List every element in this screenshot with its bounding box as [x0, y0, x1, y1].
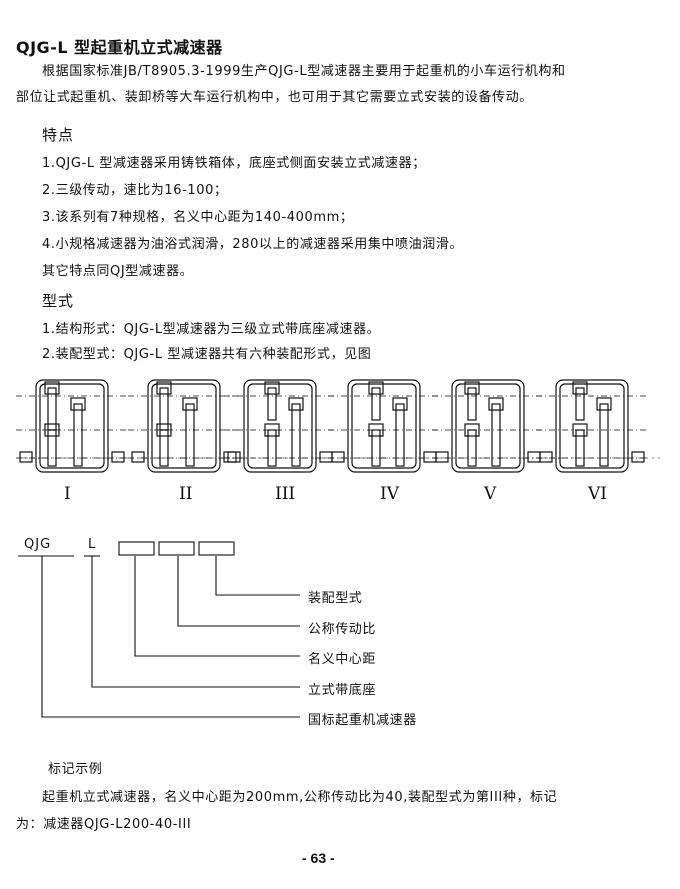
intro-line-1: 根据国家标准JB/T8905.3-1999生产QJG-L型减速器主要用于起重机的…: [42, 64, 566, 79]
base-foot-left-5: [435, 451, 449, 463]
shaft-cap-6-3: [572, 423, 588, 437]
example-heading: 标记示例: [48, 762, 103, 777]
base-foot-left-1: [19, 451, 33, 463]
feature-item-1: 1.QJG-L 型减速器采用铸铁箱体，底座式侧面安装立式减速器；: [42, 156, 426, 171]
assembly-forms-diagram: [16, 379, 660, 473]
shaft-6-3: [575, 429, 585, 467]
shaft-cap-3-2: [288, 397, 304, 411]
label-assembly-form: 装配型式: [308, 591, 363, 606]
label-vertical-base: 立式带底座: [308, 683, 377, 698]
shaft-5-3: [467, 429, 477, 467]
shaft-1-3: [47, 429, 57, 467]
form-label-1: I: [64, 484, 71, 504]
example-line-1: 起重机立式减速器，名义中心距为200mm,公称传动比为40,装配型式为第III种…: [42, 790, 558, 805]
type-item-1: 1.结构形式：QJG-L型减速器为三级立式带底座减速器。: [42, 322, 381, 337]
types-heading: 型式: [42, 292, 75, 310]
shaft-cap-4-3: [368, 423, 384, 437]
shaft-cap-3-3: [264, 423, 280, 437]
label-nominal-ratio: 公称传动比: [308, 622, 377, 637]
housing-outline-3: [243, 379, 317, 473]
feature-item-2: 2.三级传动，速比为16-100；: [42, 183, 228, 198]
shaft-cap-2-2: [182, 397, 198, 411]
shaft-2-3: [159, 429, 169, 467]
shaft-3-1: [267, 387, 277, 421]
shaft-3-2: [291, 403, 301, 467]
housing-outline-4: [347, 379, 421, 473]
base-foot-left-3: [227, 451, 241, 463]
form-label-2: II: [179, 484, 193, 504]
housing-outline-6: [555, 379, 629, 473]
shaft-4-1: [371, 387, 381, 421]
shaft-4-3: [371, 429, 381, 467]
intro-line-2: 部位让式起重机、装卸桥等大车运行机构中，也可用于其它需要立式安装的设备传动。: [16, 90, 533, 105]
housing-inner-4: [351, 383, 417, 469]
shaft-cap-5-2: [488, 397, 504, 411]
form-label-3: III: [275, 484, 296, 504]
base-foot-left-6: [539, 451, 553, 463]
form-label-4: IV: [380, 484, 399, 504]
shaft-cap-1-2: [70, 397, 86, 411]
shaft-6-2: [599, 403, 609, 467]
shaft-1-2: [73, 403, 83, 467]
shaft-5-2: [491, 403, 501, 467]
shaft-cap-1-1: [44, 381, 60, 395]
housing-inner-6: [559, 383, 625, 469]
shaft-cap-2-1: [156, 381, 172, 395]
shaft-cap-2-3: [156, 423, 172, 437]
shaft-cap-3-1: [264, 381, 280, 395]
housing-inner-3: [247, 383, 313, 469]
shaft-4-2: [395, 403, 405, 467]
housing-outline-5: [451, 379, 525, 473]
base-foot-right-1: [111, 451, 125, 463]
form-label-5: V: [484, 484, 497, 504]
type-item-2: 2.装配型式：QJG-L 型减速器共有六种装配形式，见图: [42, 347, 372, 362]
housing-inner-2: [151, 383, 217, 469]
housing-inner-1: [39, 383, 105, 469]
form-label-6: VI: [588, 484, 607, 504]
shaft-6-1: [575, 387, 585, 421]
label-center-distance: 名义中心距: [308, 652, 377, 667]
housing-outline-1: [35, 379, 109, 473]
page-number: - 63 -: [302, 850, 335, 866]
code-qjg: QJG: [24, 537, 52, 552]
code-l: L: [88, 537, 97, 552]
shaft-cap-5-3: [464, 423, 480, 437]
label-national-standard: 国标起重机减速器: [308, 713, 417, 728]
base-foot-left-4: [331, 451, 345, 463]
shaft-5-1: [467, 387, 477, 421]
housing-inner-5: [455, 383, 521, 469]
example-line-2: 为：减速器QJG-L200-40-III: [16, 817, 192, 832]
base-foot-right-6: [631, 451, 645, 463]
page-title: QJG-L 型起重机立式减速器: [16, 38, 223, 57]
features-others: 其它特点同QJ型减速器。: [42, 264, 194, 279]
shaft-cap-4-1: [368, 381, 384, 395]
shaft-2-2: [185, 403, 195, 467]
shaft-cap-6-1: [572, 381, 588, 395]
base-foot-left-2: [131, 451, 145, 463]
shaft-cap-1-3: [44, 423, 60, 437]
feature-item-4: 4.小规格减速器为油浴式润滑，280以上的减速器采用集中喷油润滑。: [42, 237, 464, 252]
shaft-cap-5-1: [464, 381, 480, 395]
features-heading: 特点: [42, 126, 75, 144]
housing-outline-2: [147, 379, 221, 473]
shaft-cap-6-2: [596, 397, 612, 411]
shaft-3-3: [267, 429, 277, 467]
feature-item-3: 3.该系列有7种规格，名义中心距为140-400mm；: [42, 210, 354, 225]
shaft-cap-4-2: [392, 397, 408, 411]
